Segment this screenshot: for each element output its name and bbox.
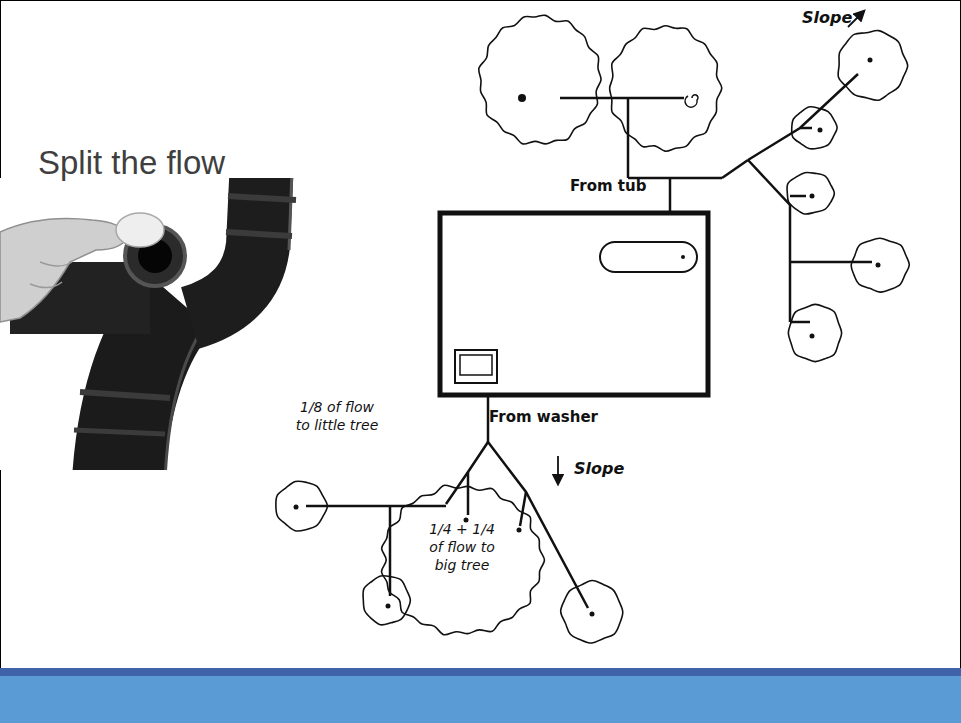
emitter — [386, 604, 391, 609]
pipe-ring — [228, 196, 296, 200]
pipe-line — [669, 178, 672, 213]
emitter — [518, 94, 526, 102]
pipe-line — [520, 492, 526, 526]
footer-band — [0, 676, 961, 723]
tub-drain — [681, 255, 685, 259]
slope-label: Slope — [574, 459, 624, 478]
hand-finger — [40, 262, 72, 266]
emitter — [517, 528, 522, 533]
slope-arrow — [557, 456, 559, 484]
tree-outline — [272, 478, 330, 534]
pipe-line — [389, 506, 392, 596]
trees — [363, 15, 909, 643]
house — [440, 213, 708, 395]
pipe-line — [800, 127, 812, 130]
footer-line — [0, 668, 961, 676]
tree-node: 1/8 of flow to little tree — [272, 478, 330, 534]
pipe-line — [748, 74, 858, 160]
hand — [0, 219, 128, 323]
house-outline — [440, 213, 708, 395]
pipe-line — [560, 97, 684, 100]
tree-canopy — [788, 304, 841, 361]
emitters — [294, 58, 881, 617]
emitter — [810, 334, 815, 339]
pipe-line — [627, 98, 630, 178]
pipes — [306, 74, 872, 608]
flow-note: 1/4 + 1/4 of flow to big tree — [422, 520, 502, 575]
pipe-cap — [116, 213, 164, 247]
tree-canopy — [851, 238, 909, 292]
pipe-line — [467, 472, 470, 515]
pipe-label: From tub — [570, 177, 646, 195]
washer — [455, 350, 497, 383]
pipe-ring — [80, 392, 170, 398]
tree-canopy — [610, 26, 722, 151]
pipe-label: From washer — [489, 408, 598, 426]
emitter — [590, 612, 595, 617]
pipe-line — [748, 160, 790, 322]
emitter — [294, 505, 299, 510]
emitter — [818, 128, 823, 133]
bathtub — [600, 242, 697, 272]
tree-canopy — [381, 485, 544, 635]
tree-node: 1/4 + 1/4 of flow to big tree — [378, 482, 546, 638]
emitter — [685, 95, 698, 107]
pipe-line — [722, 160, 748, 178]
tree-canopy — [276, 481, 328, 531]
emitter — [876, 263, 881, 268]
pipe-upper-edge — [289, 178, 292, 250]
slide-title: Split the flow — [38, 144, 225, 182]
pipe-line — [790, 261, 872, 264]
pipe-ring — [74, 430, 165, 434]
tree-canopy — [838, 31, 908, 101]
pipe-ring — [226, 232, 292, 236]
slope-label: Slope — [802, 8, 852, 27]
tree-canopy — [561, 580, 623, 643]
washer-door — [460, 355, 492, 375]
pipe-line — [790, 195, 806, 198]
tree-canopy — [787, 172, 834, 214]
pipe-line — [487, 395, 490, 442]
pipe-line — [790, 321, 810, 324]
emitter — [810, 194, 815, 199]
emitter — [868, 58, 873, 63]
hand-finger — [30, 282, 62, 288]
tree-canopy — [479, 15, 601, 144]
flow-note: 1/8 of flow to little tree — [292, 398, 382, 434]
pipe-photo — [0, 178, 300, 470]
